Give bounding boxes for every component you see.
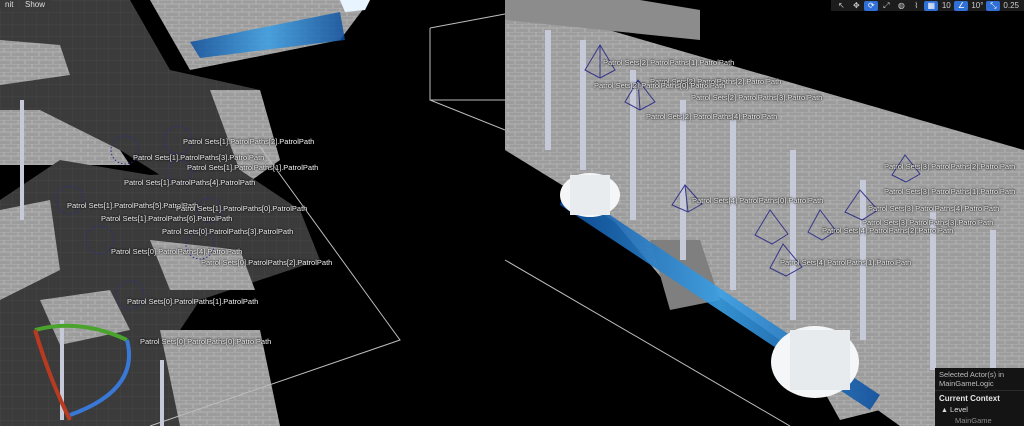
level-label: Level [950,405,968,414]
patrol-path-label: Patrol Sets[1].PatrolPaths[6].PatrolPath [101,214,233,223]
patrol-path-label: Patrol Sets[3].PatrolPaths[2].PatrolPath [884,162,1016,171]
main-game-logic-text: MainGameLogic [939,379,994,388]
wall-block-top-center [150,0,370,70]
scale-icon[interactable]: ⤢ [883,0,890,10]
selected-actors-text: Selected Actor(s) in [939,370,1005,379]
patrol-path-label: Patrol Sets[1].PatrolPaths[1].PatrolPath [187,163,319,172]
patrol-path-label: Patrol Sets[2].PatrolPaths[2].PatrolPath [650,77,782,86]
patrol-path-markers-right [584,44,921,277]
translate-icon[interactable]: ✥ [852,0,860,10]
patrol-path-label: Patrol Sets[0].PatrolPaths[1].PatrolPath [127,297,259,306]
cylinder-actor-far[interactable] [771,326,859,398]
patrol-path-label: Patrol Sets[0].PatrolPaths[2].PatrolPath [201,258,333,267]
patrol-path-label: Patrol Sets[1].PatrolPaths[2].PatrolPath [183,137,315,146]
patrol-path-label: Patrol Sets[0].PatrolPaths[0].PatrolPath [140,337,272,346]
patrol-path-label: Patrol Sets[2].PatrolPaths[1].PatrolPath [603,58,735,67]
patrol-path-label: Patrol Sets[3].PatrolPaths[4].PatrolPath [868,204,1000,213]
show-flags-button[interactable]: Show [20,0,51,10]
patrol-path-label: Patrol Sets[1].PatrolPaths[5].PatrolPath [67,201,199,210]
floor-area-lower-left [0,160,320,426]
rotate-icon[interactable]: ⟳ [864,0,879,11]
snap-value-7[interactable]: 10 [941,0,951,10]
patrol-path-label: Patrol Sets[1].PatrolPaths[3].PatrolPath [133,153,265,162]
angle-snap-icon[interactable]: ∠ [954,0,969,11]
patrol-path-label: Patrol Sets[0].PatrolPaths[3].PatrolPath [162,227,294,236]
patrol-path-label: Patrol Sets[2].PatrolPaths[4].PatrolPath [646,112,778,121]
patrol-path-label: Patrol Sets[0].PatrolPaths[4].PatrolPath [111,247,243,256]
patrol-path-label: Patrol Sets[3].PatrolPaths[3].PatrolPath [862,218,994,227]
selection-details-panel: Selected Actor(s) in MainGameLogic Curre… [935,368,1024,426]
patrol-path-label: Patrol Sets[4].PatrolPaths[1].PatrolPath [780,258,912,267]
globe-icon[interactable]: ◍ [897,0,905,10]
select-arrow-icon[interactable]: ↖ [837,0,845,10]
grid-snap-icon[interactable]: ▦ [924,0,939,11]
scale-snap-icon[interactable]: ⤡ [986,0,1001,11]
level-icon: ▲ [941,407,948,414]
current-context-heading: Current Context [935,390,1024,405]
surface-snap-icon[interactable]: ⌇ [914,0,919,10]
wall-block-upper-left [0,0,280,200]
patrol-path-label: Patrol Sets[2].PatrolPaths[0].PatrolPath [594,81,726,90]
patrol-path-markers-left [55,125,223,310]
transform-toolbar: ↖ ✥ ⟳ ⤢ ◍ ⌇ ▦10∠10°⤡0.25 [831,0,1024,11]
patrol-path-label: Patrol Sets[1].PatrolPaths[4].PatrolPath [124,178,256,187]
level-row[interactable]: ▲ Level [935,405,1024,416]
volume-wireframe [149,13,791,426]
patrol-path-label: Patrol Sets[4].PatrolPaths[0].PatrolPath [692,196,824,205]
patrol-path-label: Patrol Sets[1].PatrolPaths[0].PatrolPath [176,204,308,213]
rotation-gizmo[interactable] [33,323,131,421]
snap-value-9[interactable]: 10° [971,0,984,10]
cylinder-actor-near[interactable] [560,173,620,217]
patrol-path-label: Patrol Sets[2].PatrolPaths[3].PatrolPath [691,93,823,102]
snap-value-11[interactable]: 0.25 [1003,0,1019,10]
patrol-path-label: Patrol Sets[3].PatrolPaths[1].PatrolPath [884,187,1016,196]
viewport-options-button[interactable]: nit [0,0,19,10]
level-value: MainGame (Persistent) [955,416,993,426]
wall-pillars [20,30,996,426]
patrol-path-label: Patrol Sets[4].PatrolPaths[2].PatrolPath [822,226,954,235]
